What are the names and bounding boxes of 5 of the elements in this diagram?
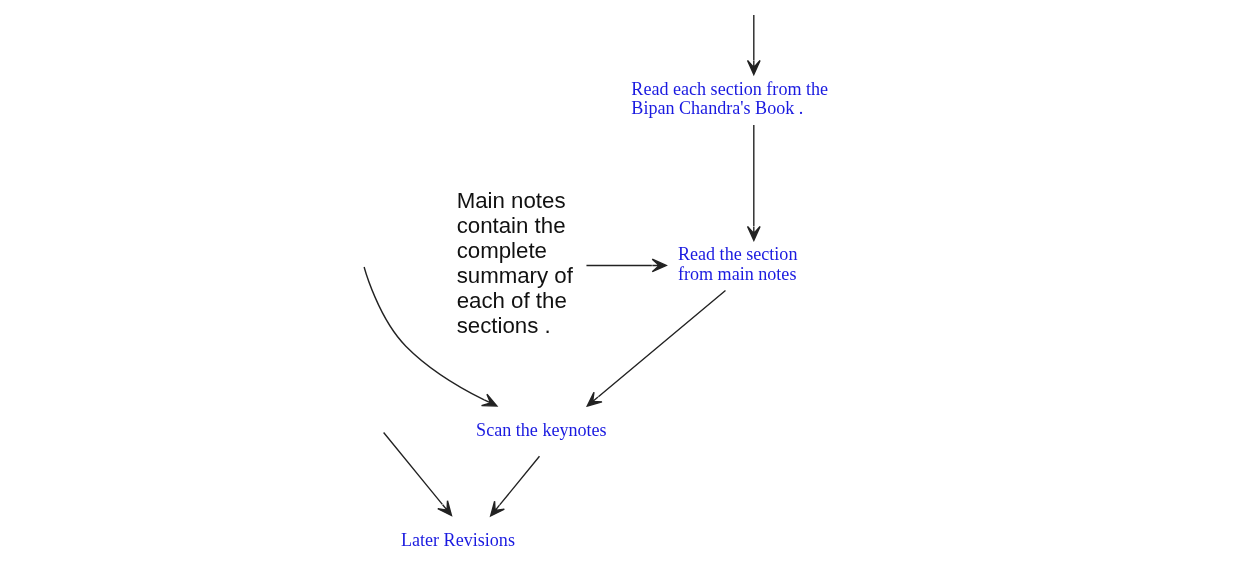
node-text: Read the section from main notes [677,244,798,284]
node-text: Scan the keynotes [476,419,607,440]
node-text: Later Revisions [400,529,515,550]
node-text: Read each section from the Bipan Chandra's Book . [631,78,829,119]
node-text: Main notes contain the complete summary of each of the sections . [456,188,573,339]
